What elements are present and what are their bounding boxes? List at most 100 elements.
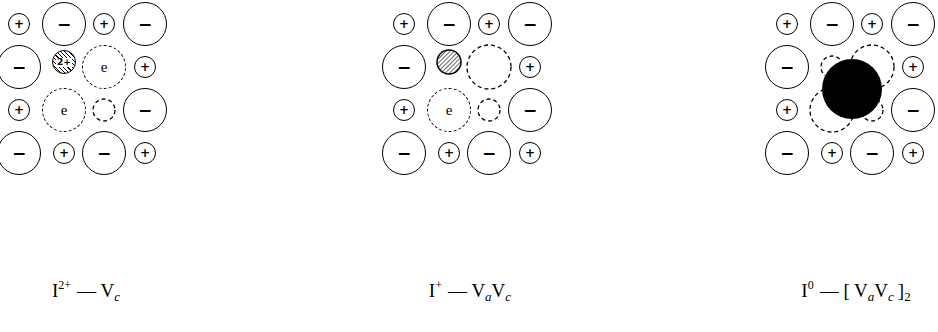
anion-ion: −	[82, 131, 126, 175]
anion-ion: −	[765, 131, 809, 175]
caption-text: I	[429, 280, 435, 301]
ion-charge: +	[444, 147, 454, 159]
ion-charge: +	[908, 61, 918, 73]
caption-text: a	[485, 289, 492, 304]
caption-text: — [ V	[820, 280, 868, 301]
ion-charge: 2+	[56, 58, 72, 67]
anion-ion: −	[765, 45, 809, 89]
anion-ion: −	[123, 88, 167, 132]
anion-ion: −	[508, 2, 552, 46]
anion-ion: −	[427, 2, 471, 46]
caption-text: ]	[898, 280, 904, 301]
anion-ion: −	[0, 45, 41, 89]
ion-charge: +	[782, 104, 792, 116]
cation-ion: +	[8, 99, 30, 121]
ion-charge: +	[525, 61, 535, 73]
cation-vacancy	[478, 99, 500, 121]
caption-text: 2	[904, 289, 911, 304]
caption-group: I0— [ VaVc]2	[801, 278, 910, 305]
anion-ion: −	[123, 2, 167, 46]
trapped-electron: e	[82, 45, 126, 89]
cation-ion: +	[134, 56, 156, 78]
ion-charge: e	[101, 60, 108, 75]
cation-ion: +	[53, 142, 75, 164]
cation-vacancy	[93, 99, 115, 121]
caption-text: c	[505, 289, 511, 304]
anion-ion: −	[0, 131, 41, 175]
anion-ion: −	[382, 131, 426, 175]
ion-charge: −	[397, 59, 411, 76]
ion-charge: −	[12, 145, 26, 162]
ion-charge: −	[825, 16, 839, 33]
ion-charge: +	[399, 18, 409, 30]
ion-charge: −	[780, 145, 794, 162]
caption-group: I+ — VaVc	[429, 278, 511, 305]
neutral-impurity	[822, 59, 882, 119]
ion-charge: +	[14, 104, 24, 116]
trapped-electron: e	[42, 88, 86, 132]
ion-charge: −	[442, 16, 456, 33]
ion-charge: −	[57, 16, 71, 33]
ion-charge: +	[867, 18, 877, 30]
ion-charge: −	[523, 102, 537, 119]
anion-ion: −	[891, 88, 935, 132]
cation-ion: +	[393, 13, 415, 35]
ion-charge: +	[782, 18, 792, 30]
ion-charge: −	[138, 16, 152, 33]
ion-charge: e	[446, 103, 453, 118]
cation-ion: +	[438, 142, 460, 164]
caption-text: — V	[77, 280, 114, 301]
anion-ion: −	[850, 131, 894, 175]
caption-text: — V	[448, 280, 485, 301]
anion-ion: −	[810, 2, 854, 46]
ion-charge: +	[827, 147, 837, 159]
caption-text: 0	[808, 278, 814, 292]
cation-ion: +	[8, 13, 30, 35]
caption-group: I2+ — Vc	[52, 278, 120, 305]
impurity-ion: 2+	[52, 50, 76, 74]
ion-charge: −	[12, 59, 26, 76]
cation-ion: +	[93, 13, 115, 35]
cation-ion: +	[134, 142, 156, 164]
anion-ion: −	[42, 2, 86, 46]
caption-text: c	[888, 289, 894, 304]
anion-ion: −	[382, 45, 426, 89]
ion-charge: −	[97, 145, 111, 162]
ion-charge: −	[523, 16, 537, 33]
caption-text: a	[868, 289, 875, 304]
ion-charge: −	[482, 145, 496, 162]
ion-charge: +	[140, 147, 150, 159]
ion-charge: +	[59, 147, 69, 159]
caption-text: V	[492, 280, 506, 301]
caption-text: I	[801, 280, 807, 301]
ion-charge: +	[484, 18, 494, 30]
caption-text: I	[52, 280, 58, 301]
ion-charge: −	[865, 145, 879, 162]
cation-ion: +	[478, 13, 500, 35]
caption-text: +	[435, 278, 442, 292]
cation-ion: +	[776, 99, 798, 121]
anion-ion: −	[508, 88, 552, 132]
anion-ion: −	[467, 131, 511, 175]
ion-charge: +	[399, 104, 409, 116]
cation-ion: +	[821, 142, 843, 164]
ion-charge: −	[906, 16, 920, 33]
cation-ion: +	[776, 13, 798, 35]
caption-text: c	[114, 289, 120, 304]
ion-charge: −	[906, 102, 920, 119]
ion-charge: −	[397, 145, 411, 162]
cation-ion: +	[861, 13, 883, 35]
anion-vacancy	[467, 45, 511, 89]
trapped-electron: e	[427, 88, 471, 132]
ion-charge: −	[780, 59, 794, 76]
ion-charge: +	[99, 18, 109, 30]
cation-ion: +	[902, 56, 924, 78]
cation-ion: +	[519, 56, 541, 78]
caption-text: 2+	[58, 278, 71, 292]
cation-ion: +	[519, 142, 541, 164]
ion-charge: +	[140, 61, 150, 73]
ion-charge: +	[14, 18, 24, 30]
cation-ion: +	[393, 99, 415, 121]
anion-ion: −	[891, 2, 935, 46]
